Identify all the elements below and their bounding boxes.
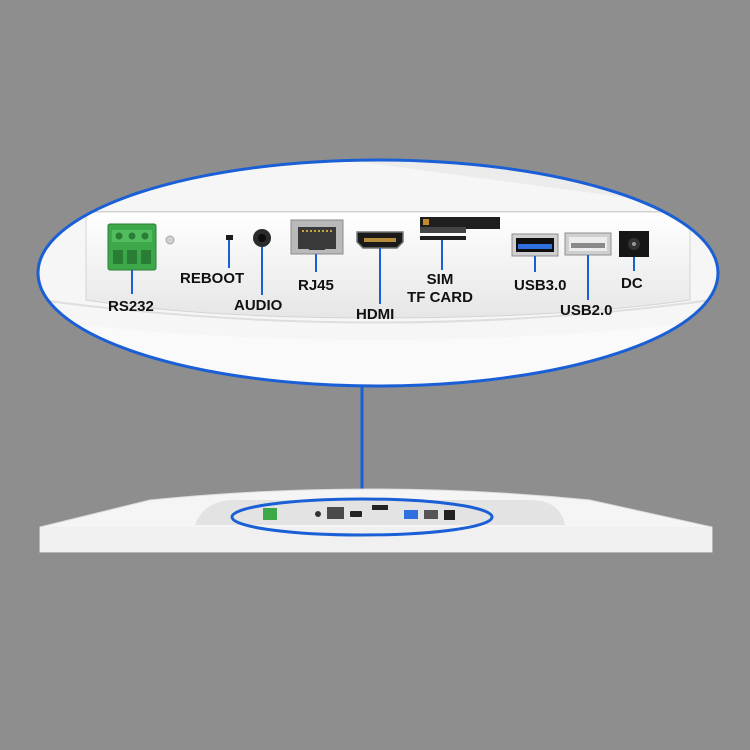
audio-jack-icon xyxy=(253,229,271,247)
rj45-small-icon xyxy=(327,507,344,519)
label-reboot: REBOOT xyxy=(180,270,245,287)
device-port-strip xyxy=(263,505,455,520)
dc-small-icon xyxy=(444,510,455,520)
label-tf-card: TF CARD xyxy=(407,289,473,306)
usb3-small-icon xyxy=(404,510,418,519)
label-hdmi: HDMI xyxy=(356,306,395,323)
label-rj45: RJ45 xyxy=(298,277,334,294)
sim-slot-small-icon xyxy=(372,505,388,510)
device-body xyxy=(39,488,713,553)
usb3-port-icon xyxy=(511,233,559,257)
screw-icon xyxy=(165,235,175,245)
leader-lines xyxy=(131,240,635,304)
magnified-highlight-ellipse xyxy=(36,158,720,388)
audio-jack-small-icon xyxy=(315,511,321,517)
ethernet-port-icon xyxy=(290,219,344,255)
sim-tf-card-slot-icon xyxy=(420,217,500,240)
label-usb20: USB2.0 xyxy=(560,302,613,319)
hdmi-port-icon xyxy=(356,231,404,249)
label-rs232: RS232 xyxy=(108,298,154,315)
label-dc: DC xyxy=(621,275,643,292)
label-audio: AUDIO xyxy=(234,297,283,314)
usb2-small-icon xyxy=(424,510,438,519)
label-usb30: USB3.0 xyxy=(514,277,567,294)
terminal-block-small-icon xyxy=(263,508,277,520)
green-terminal-block-icon xyxy=(107,223,157,271)
dc-power-jack-icon xyxy=(619,231,649,257)
label-sim: SIM xyxy=(426,271,454,288)
usb2-port-icon xyxy=(564,232,612,256)
device-highlight-ellipse xyxy=(230,497,494,537)
hdmi-small-icon xyxy=(350,511,362,517)
reboot-button-icon xyxy=(226,235,233,240)
